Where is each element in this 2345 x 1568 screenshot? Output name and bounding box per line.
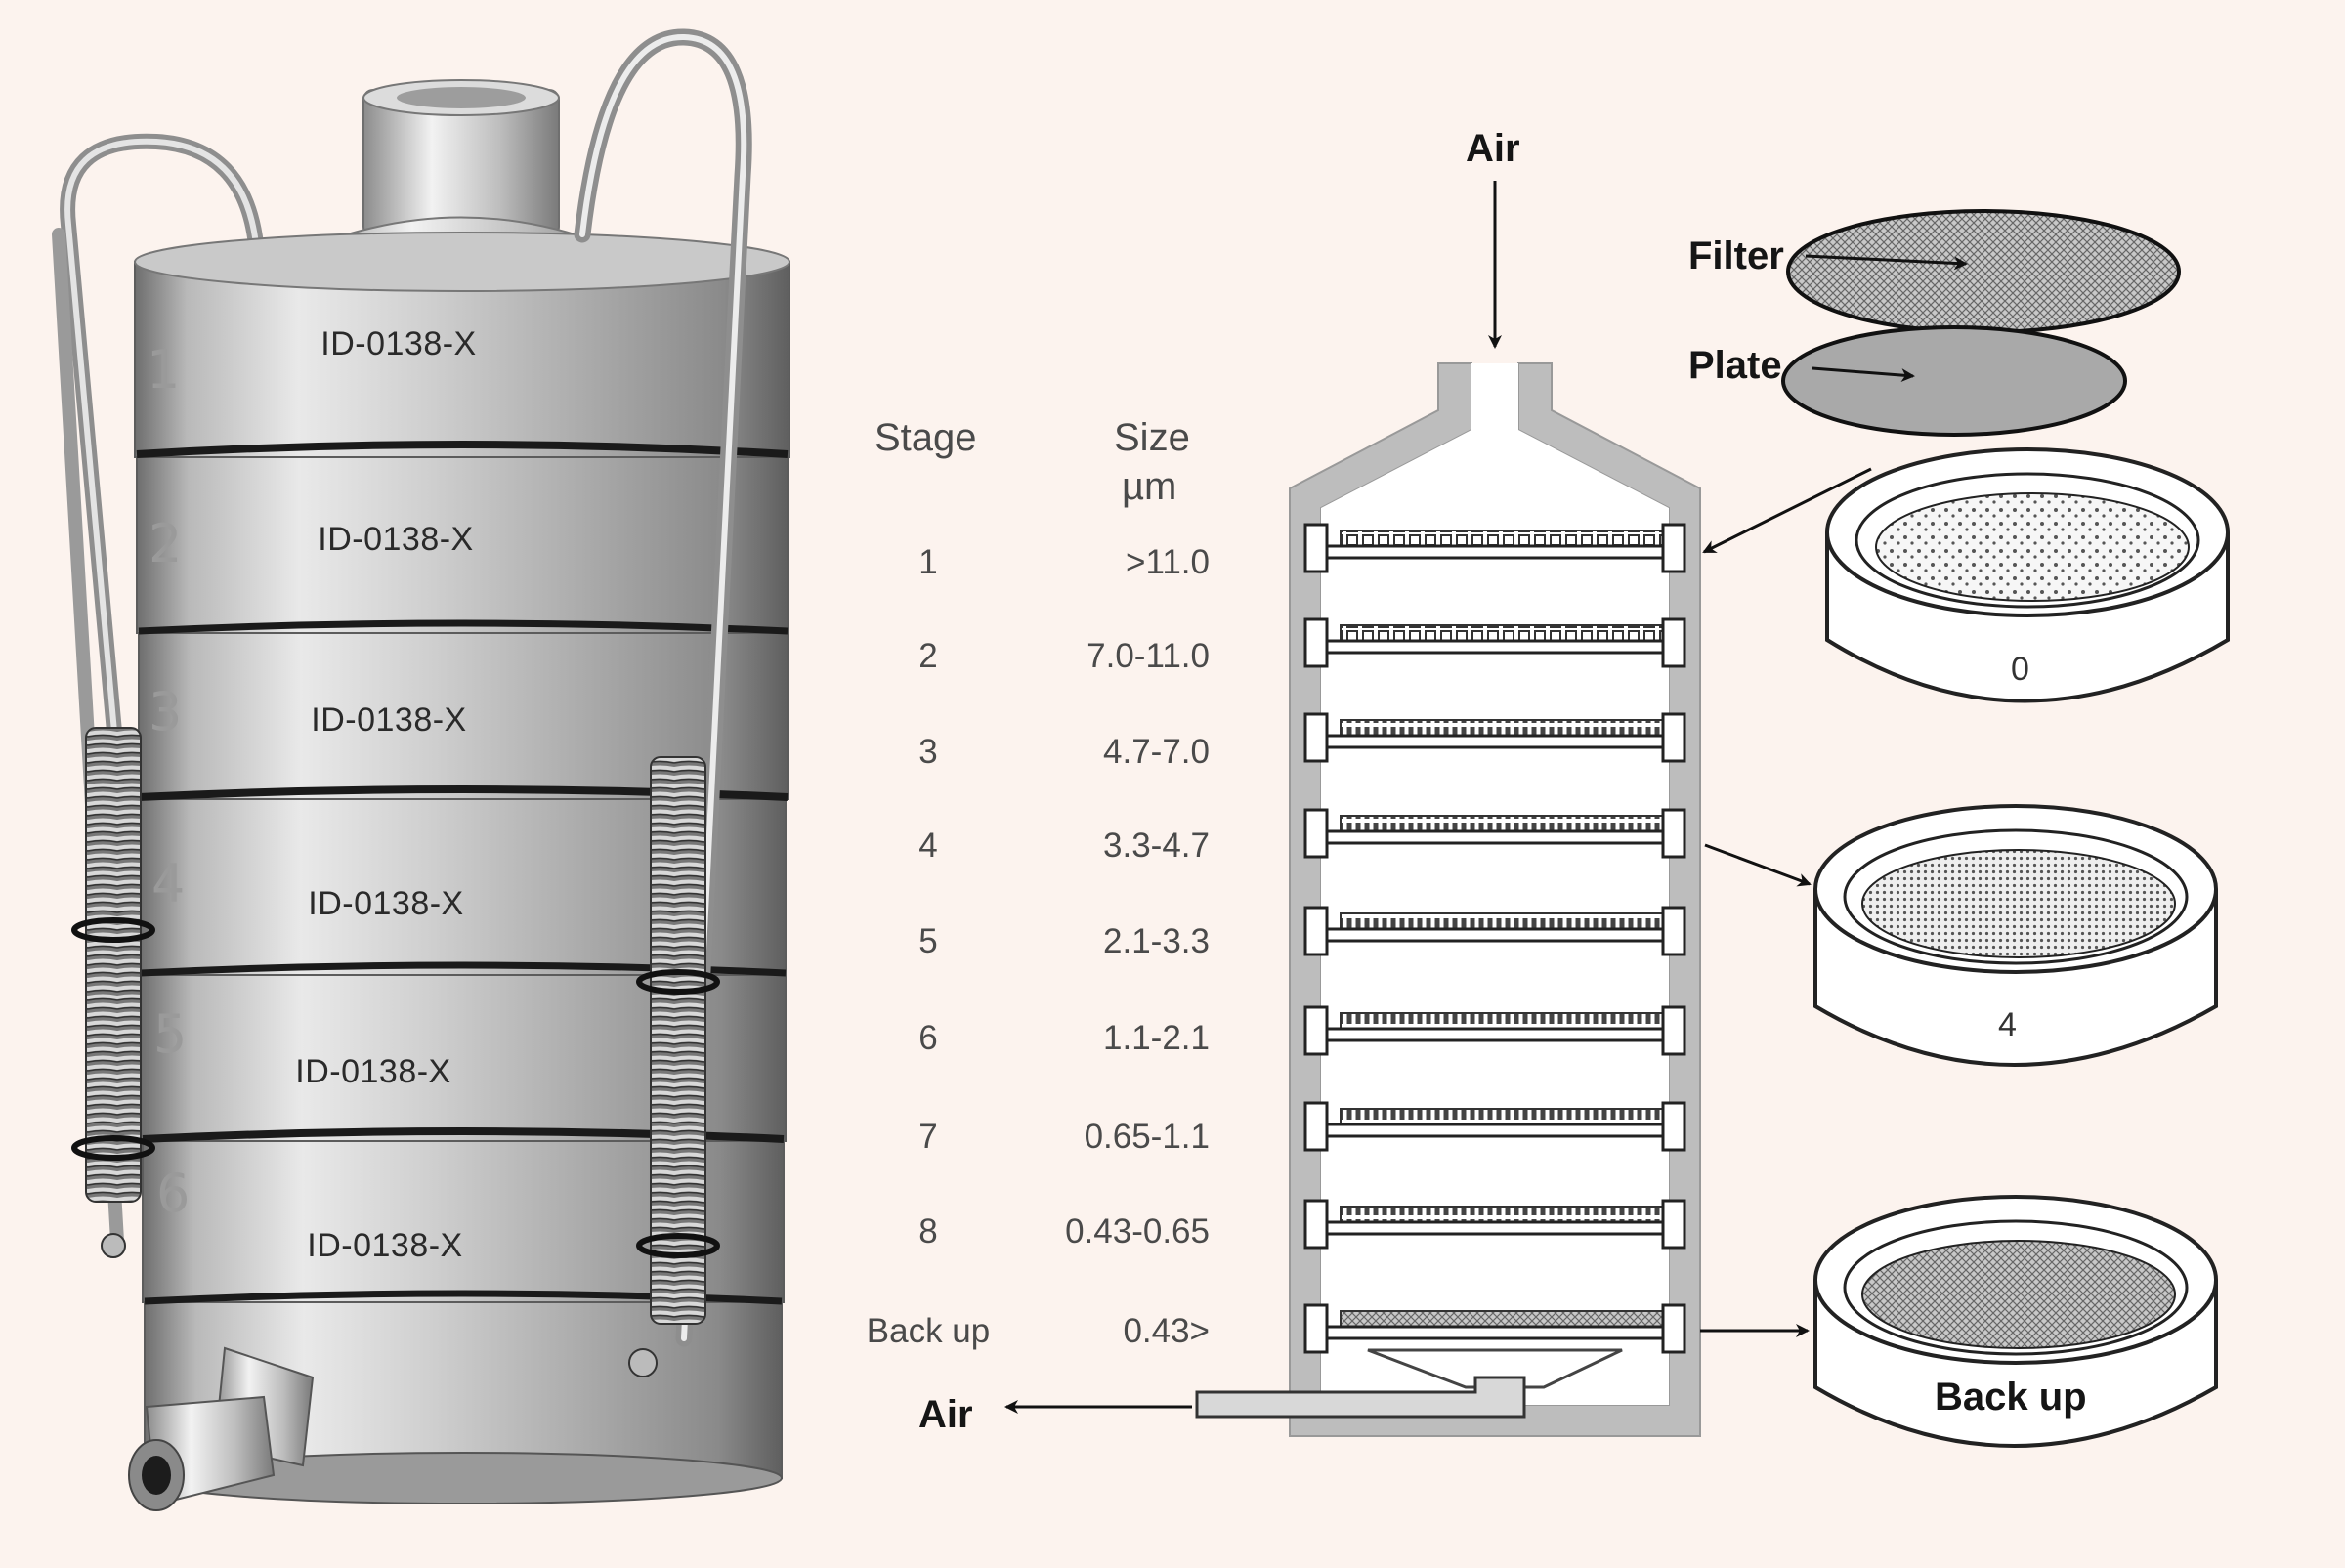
engraving-ring-1: ID-0138-X — [320, 325, 477, 362]
size-cell: 7.0-11.0 — [1087, 637, 1210, 675]
air-in-label: Air — [1466, 127, 1520, 170]
size-cell: 0.43> — [1123, 1312, 1210, 1350]
stage-plate — [1303, 523, 1686, 573]
stage-plate — [1303, 617, 1686, 668]
engraving-ring-5: ID-0138-X — [295, 1053, 451, 1090]
ring-number-5: 5 — [153, 1003, 188, 1065]
engraving-ring-4: ID-0138-X — [308, 885, 464, 922]
stage-plates — [1303, 523, 1686, 1354]
stage-plate — [1303, 1303, 1686, 1354]
plate-label: Plate — [1688, 344, 1782, 387]
engraving-ring-6: ID-0138-X — [307, 1227, 463, 1264]
stage-cell: 7 — [918, 1118, 938, 1156]
plate-disc — [1781, 325, 2127, 437]
size-cell: 1.1-2.1 — [1103, 1019, 1210, 1057]
dish-mid — [1813, 804, 2218, 1067]
engraving-ring-2: ID-0138-X — [318, 521, 474, 558]
stage-plate — [1303, 1005, 1686, 1056]
stage-plate — [1303, 712, 1686, 763]
stage-cell: 6 — [918, 1019, 938, 1057]
size-cell: 3.3-4.7 — [1103, 826, 1210, 865]
ring-number-4: 4 — [151, 853, 186, 914]
size-cell: 0.65-1.1 — [1084, 1118, 1210, 1156]
stage-cell: 3 — [918, 733, 938, 771]
filter-label: Filter — [1688, 234, 1784, 277]
right-spring — [650, 756, 706, 1325]
ring-number-3: 3 — [149, 681, 183, 742]
header-unit: µm — [1122, 465, 1177, 508]
stage-plate — [1303, 1199, 1686, 1250]
header-stage: Stage — [874, 416, 977, 459]
leader-arrows — [1700, 254, 1968, 1337]
dish-backup-label: Back up — [1935, 1376, 2087, 1419]
exit-funnel — [1367, 1348, 1623, 1389]
dish-top — [1825, 447, 2230, 703]
stage-plate — [1303, 808, 1686, 859]
size-cell: 4.7-7.0 — [1103, 733, 1210, 771]
ring-number-1: 1 — [147, 339, 181, 401]
ring-number-2: 2 — [149, 513, 183, 574]
stage-cell: 1 — [918, 543, 938, 581]
air-out-label: Air — [918, 1393, 973, 1436]
stage-plate — [1303, 1101, 1686, 1152]
exit-pipe — [1195, 1376, 1526, 1419]
ring-number-6: 6 — [156, 1163, 191, 1224]
size-cell: 2.1-3.3 — [1103, 922, 1210, 960]
stage-plate — [1303, 906, 1686, 956]
dish-mid-label: 4 — [1998, 1006, 2017, 1043]
stage-cell: 5 — [918, 922, 938, 960]
stage-cell: 4 — [918, 826, 938, 865]
filter-disc — [1786, 209, 2181, 334]
impactor-photo — [52, 28, 790, 1511]
left-spring — [85, 727, 142, 1203]
size-cell: 0.43-0.65 — [1065, 1212, 1210, 1250]
header-size: Size — [1114, 416, 1190, 459]
size-cell: >11.0 — [1126, 543, 1210, 581]
stage-cell: 2 — [918, 637, 938, 675]
dish-backup — [1813, 1195, 2218, 1448]
impactor-cross-section — [1195, 362, 1701, 1437]
stage-cell: Back up — [866, 1312, 991, 1350]
engraving-ring-3: ID-0138-X — [311, 701, 467, 739]
stage-cell: 8 — [918, 1212, 938, 1250]
dish-top-label: 0 — [2011, 651, 2029, 688]
outlet-barb — [128, 1346, 315, 1511]
